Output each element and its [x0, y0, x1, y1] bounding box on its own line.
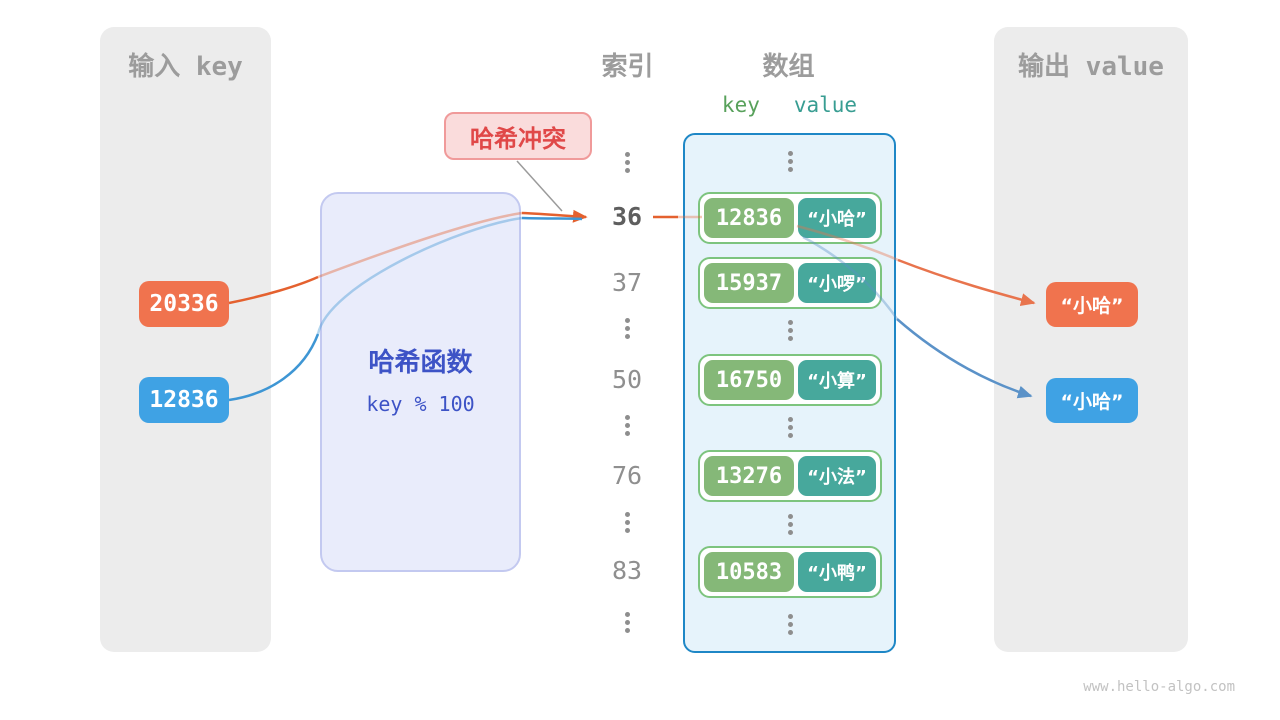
array-ellipsis [788, 425, 793, 430]
key-header-label: key [721, 93, 760, 117]
array-value: “小哈” [798, 198, 876, 238]
array-column-header: 数组 [762, 52, 815, 82]
index-ellipsis [625, 326, 630, 331]
index-ellipsis [625, 620, 630, 625]
array-value: “小啰” [798, 263, 876, 303]
array-key: 10583 [704, 552, 794, 592]
index-value-36: 36 [611, 202, 643, 231]
value-header-label: value [793, 93, 858, 117]
index-ellipsis [625, 423, 630, 428]
output-value-panel: 输出 value [994, 27, 1188, 652]
array-row-76: 13276 “小法” [698, 450, 882, 502]
array-value: “小算” [798, 360, 876, 400]
output-panel-title: 输出 value [1018, 52, 1164, 82]
input-key-panel: 输入 key [100, 27, 271, 652]
output-value-blue: “小哈” [1046, 378, 1138, 423]
input-key-20336: 20336 [139, 281, 229, 327]
array-key: 15937 [704, 263, 794, 303]
collision-pointer-line [516, 160, 563, 212]
index-value-76: 76 [611, 461, 643, 490]
hash-function-formula: key % 100 [366, 392, 475, 416]
index-column-header: 索引 [601, 52, 654, 82]
index-value-37: 37 [611, 268, 643, 297]
watermark: www.hello-algo.com [1083, 679, 1235, 695]
array-kv-header: key value [683, 93, 896, 117]
array-row-36: 12836 “小哈” [698, 192, 882, 244]
hash-function-name: 哈希函数 [368, 348, 473, 378]
hash-function-box: 哈希函数 key % 100 [320, 192, 521, 572]
array-ellipsis [788, 159, 793, 164]
array-key: 12836 [704, 198, 794, 238]
array-row-50: 16750 “小算” [698, 354, 882, 406]
array-value: “小法” [798, 456, 876, 496]
index-value-83: 83 [611, 556, 643, 585]
array-ellipsis [788, 328, 793, 333]
arrow-hash-to-index36 [521, 209, 588, 223]
array-key: 13276 [704, 456, 794, 496]
array-container: 12836 “小哈” 15937 “小啰” 16750 “小算” 13276 “… [683, 133, 896, 653]
index-value-50: 50 [611, 365, 643, 394]
index-ellipsis [625, 520, 630, 525]
hash-collision-badge: 哈希冲突 [444, 112, 592, 160]
array-value: “小鸭” [798, 552, 876, 592]
array-ellipsis [788, 622, 793, 627]
array-row-83: 10583 “小鸭” [698, 546, 882, 598]
array-ellipsis [788, 522, 793, 527]
index-ellipsis [625, 160, 630, 165]
array-row-37: 15937 “小啰” [698, 257, 882, 309]
input-panel-title: 输入 key [128, 52, 243, 82]
output-value-orange: “小哈” [1046, 282, 1138, 327]
array-key: 16750 [704, 360, 794, 400]
input-key-12836: 12836 [139, 377, 229, 423]
